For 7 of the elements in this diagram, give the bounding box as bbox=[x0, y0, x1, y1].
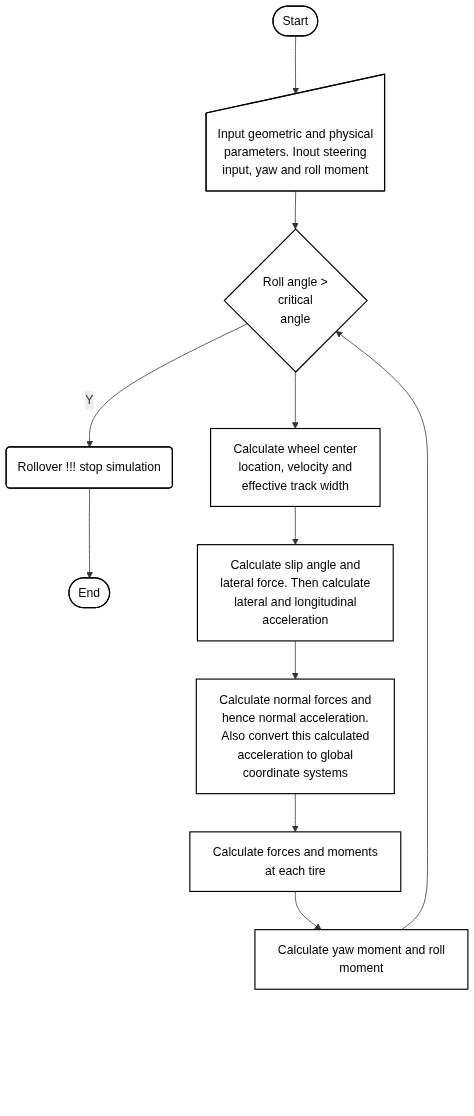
node-box: Calculate slip angle and lateral force. Then calculate lateral and longitudinal acceleration bbox=[196, 544, 394, 642]
node-box: Calculate normal forces and hence normal acceleration. Also convert this calculated acceleration to global coordinate systems bbox=[195, 678, 395, 795]
edge-label: Y bbox=[85, 393, 94, 407]
node-diamond: Roll angle > critical angle bbox=[223, 228, 368, 373]
node-box: Calculate yaw moment and roll moment bbox=[254, 929, 469, 990]
node-box: Calculate forces and moments at each tire bbox=[189, 831, 402, 893]
node-box: Calculate wheel center location, velocity and effective track width bbox=[210, 427, 381, 507]
